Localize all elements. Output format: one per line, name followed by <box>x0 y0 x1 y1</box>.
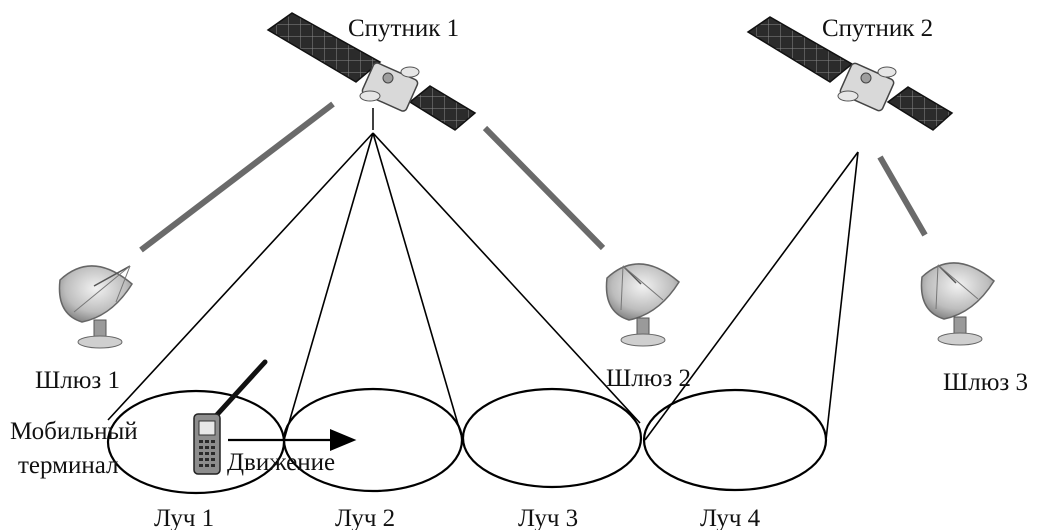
feeder-link-sat2-gw3 <box>877 155 928 237</box>
beam-2-label: Луч 2 <box>335 505 395 530</box>
mobile-phone-icon <box>193 359 268 475</box>
feeder-link-sat1-gw2 <box>482 125 606 251</box>
feeder-link-sat1-gw1 <box>139 101 335 253</box>
beam-1-label: Луч 1 <box>154 505 214 530</box>
terminal-label-line-1: Мобильный <box>10 418 138 445</box>
satellite-1-icon <box>266 12 477 131</box>
beam-3-footprint <box>461 387 643 489</box>
beam-4-footprint <box>642 388 828 492</box>
gateway-3-label: Шлюз 3 <box>943 369 1028 396</box>
satellite-2-label: Спутник 2 <box>822 15 933 42</box>
gateway-3-dish-icon <box>920 262 995 346</box>
satellite-2-icon <box>746 16 954 131</box>
terminal-label-line-2: терминал <box>18 452 119 479</box>
beam-4-label: Луч 4 <box>700 505 761 530</box>
movement-label: Движение <box>227 449 335 476</box>
gateway-1-label: Шлюз 1 <box>35 367 120 394</box>
gateway-2-dish-icon <box>605 263 680 347</box>
sat1-beam-cones <box>107 132 641 441</box>
beam-3-label: Луч 3 <box>518 505 578 530</box>
sat2-beam-cone <box>644 151 859 441</box>
satellite-1-label: Спутник 1 <box>348 15 459 42</box>
gateway-2-label: Шлюз 2 <box>606 365 691 392</box>
gateway-1-dish-icon <box>58 265 133 349</box>
